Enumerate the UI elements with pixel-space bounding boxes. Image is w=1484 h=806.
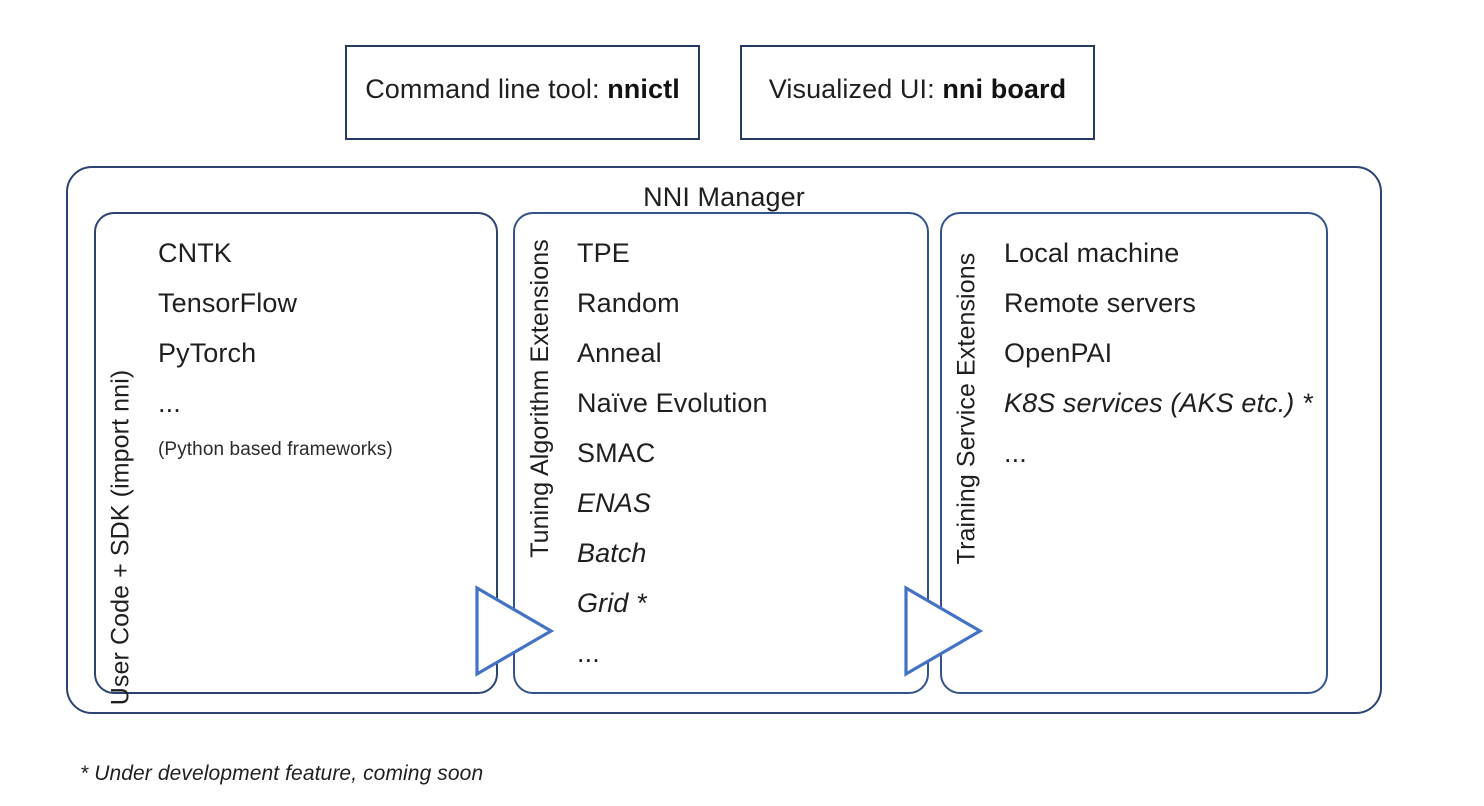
command-line-tool-name: nnictl <box>607 74 680 104</box>
panel-user-code-sdk: User Code + SDK (import nni) CNTK Tensor… <box>94 212 498 706</box>
panel-training-item-list: Local machine Remote servers OpenPAI K8S… <box>1004 228 1318 478</box>
nni-manager-title: NNI Manager <box>643 182 805 212</box>
panel-training-service-extensions: Training Service Extensions Local machin… <box>940 212 1328 694</box>
list-item-note: (Python based frameworks) <box>158 439 393 460</box>
list-item: Random <box>577 288 680 318</box>
list-item: Local machine <box>1004 238 1180 268</box>
list-item-ellipsis: ... <box>1004 438 1027 468</box>
panel-user-side-label-text: User Code + SDK (import nni) <box>106 369 135 706</box>
list-item: ENAS <box>577 488 651 518</box>
list-item: Naïve Evolution <box>577 388 768 418</box>
visualized-ui-label: Visualized UI: nni board <box>769 74 1066 105</box>
command-line-tool-prefix: Command line tool: <box>365 74 608 104</box>
list-item: OpenPAI <box>1004 338 1113 368</box>
list-item: PyTorch <box>158 338 257 368</box>
footnote-text: * Under development feature, coming soon <box>80 762 484 785</box>
list-item: Anneal <box>577 338 662 368</box>
list-item-ellipsis: ... <box>158 388 181 418</box>
panel-user-side-label: User Code + SDK (import nni) <box>96 214 146 706</box>
list-item: Grid * <box>577 588 647 618</box>
list-item: K8S services (AKS etc.) * <box>1004 388 1313 418</box>
panel-training-side-label-text: Training Service Extensions <box>952 252 981 565</box>
list-item: SMAC <box>577 438 656 468</box>
list-item: Remote servers <box>1004 288 1196 318</box>
panel-tuning-item-list: TPE Random Anneal Naïve Evolution SMAC E… <box>577 228 919 678</box>
visualized-ui-name: nni board <box>942 74 1067 104</box>
list-item-ellipsis: ... <box>577 638 600 668</box>
list-item: Batch <box>577 538 647 568</box>
list-item: TensorFlow <box>158 288 298 318</box>
visualized-ui-box: Visualized UI: nni board <box>740 45 1095 140</box>
list-item: TPE <box>577 238 630 268</box>
panel-user-item-list: CNTK TensorFlow PyTorch ... (Python base… <box>158 228 488 472</box>
command-line-tool-box: Command line tool: nnictl <box>345 45 700 140</box>
visualized-ui-prefix: Visualized UI: <box>768 74 943 104</box>
list-item: CNTK <box>158 238 232 268</box>
command-line-tool-label: Command line tool: nnictl <box>365 74 680 105</box>
panel-tuning-algorithm-extensions: Tuning Algorithm Extensions TPE Random A… <box>513 212 929 694</box>
arrow-right-icon <box>475 585 554 677</box>
arrow-right-icon <box>904 585 983 677</box>
panel-tuning-side-label-text: Tuning Algorithm Extensions <box>525 239 554 558</box>
